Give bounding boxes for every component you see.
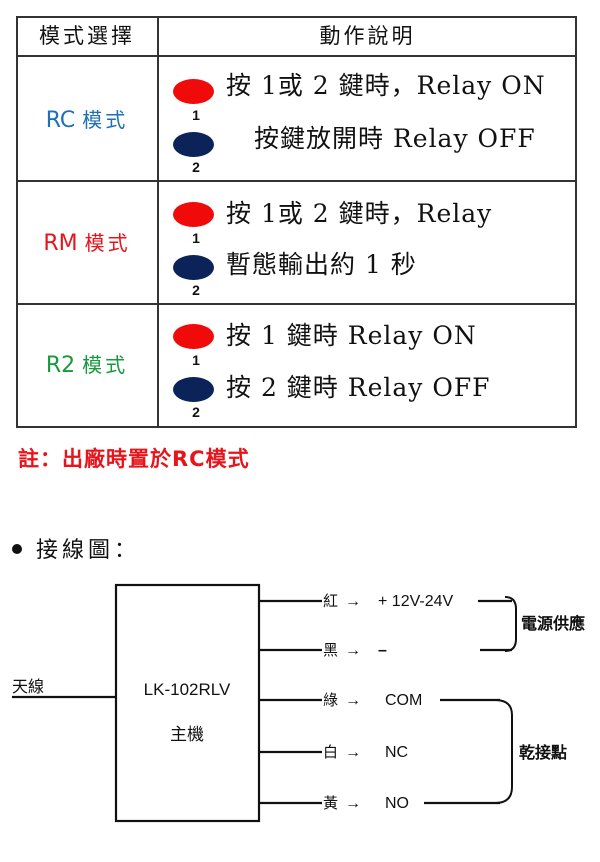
wire-color-label: 綠: [323, 691, 338, 709]
power-label: 電源供應: [521, 614, 585, 633]
mode-suffix: 模式: [84, 231, 131, 255]
button-2-label: 2: [192, 282, 200, 298]
mode-name-r2: R2 模式: [16, 350, 158, 381]
button-2-icon: [173, 132, 214, 157]
terminal-label: COM: [385, 692, 422, 709]
terminal-label: –: [378, 642, 387, 659]
button-1-label: 1: [192, 230, 200, 246]
module-name: LK-102RLV: [144, 680, 231, 699]
bullet-icon: [12, 544, 22, 554]
power-bracket: [504, 596, 517, 652]
module-sub: 主機: [170, 725, 204, 745]
antenna-label: 天線: [12, 677, 44, 696]
table-border-bottom: [16, 426, 577, 428]
row-divider-1: [16, 180, 577, 182]
header-mode: 模式選擇: [39, 24, 135, 48]
table-border-left: [16, 16, 18, 428]
table-border-top: [16, 16, 577, 18]
column-divider: [157, 16, 159, 428]
arrow-icon: →: [345, 642, 361, 659]
arrow-icon: →: [345, 593, 361, 610]
mode-name-rm: RM 模式: [16, 228, 158, 259]
mode-desc-line2: 按鍵放開時 Relay OFF: [254, 124, 536, 153]
terminal-label: NO: [385, 795, 409, 812]
wiring-title: 接線圖：: [12, 535, 140, 567]
terminal-label: + 12V-24V: [378, 593, 454, 610]
mode-desc-line1: 按 1或 2 鍵時，Relay ON: [226, 71, 546, 100]
button-1-icon: [173, 202, 214, 227]
mode-code: RC: [45, 108, 76, 133]
row-divider-2: [16, 303, 577, 305]
arrow-icon: →: [345, 744, 361, 761]
table-border-right: [575, 16, 577, 428]
wire-color-label: 紅: [323, 592, 338, 610]
arrow-icon: →: [345, 795, 361, 812]
mode-suffix: 模式: [82, 353, 129, 377]
dry-contact-bracket: [494, 699, 513, 804]
remote-buttons: 1 2: [173, 311, 219, 419]
wire-color-label: 白: [323, 743, 338, 761]
button-2-label: 2: [192, 159, 200, 175]
mode-code: RM: [43, 231, 78, 256]
wiring-title-text: 接線圖：: [36, 538, 141, 563]
header-action: 動作說明: [319, 24, 416, 48]
arrow-icon: →: [345, 692, 361, 709]
button-1-icon: [173, 324, 214, 349]
button-2-icon: [173, 377, 214, 402]
wire-color-label: 黑: [323, 641, 338, 659]
mode-desc-line1: 按 1或 2 鍵時，Relay: [226, 199, 493, 228]
terminal-label: NC: [385, 744, 408, 761]
button-1-label: 1: [192, 107, 200, 123]
module-box: [114, 583, 261, 823]
button-1-label: 1: [192, 352, 200, 368]
mode-code: R2: [45, 353, 76, 378]
row-divider-header: [16, 55, 577, 57]
button-2-label: 2: [192, 404, 200, 420]
wire-color-label: 黃: [323, 794, 338, 812]
mode-suffix: 模式: [82, 108, 129, 132]
mode-table: 模式選擇 動作說明 RC 模式 1 2 按 1或 2 鍵時，Relay ON 按…: [16, 16, 577, 428]
wiring-diagram: 天線 LK-102RLV 主機 紅 → + 12V-24V 黑 → – 電源供應…: [12, 583, 585, 823]
dry-contact-label: 乾接點: [519, 743, 567, 762]
factory-default-note: 註：出廠時置於RC模式: [18, 447, 250, 471]
mode-desc-line2: 暫態輸出約 1 秒: [226, 250, 417, 279]
mode-desc-line2: 按 2 鍵時 Relay OFF: [226, 373, 491, 402]
button-2-icon: [173, 255, 214, 280]
mode-desc-line1: 按 1 鍵時 Relay ON: [226, 321, 477, 350]
remote-buttons: 1 2: [173, 189, 219, 297]
button-1-icon: [173, 79, 214, 104]
mode-name-rc: RC 模式: [16, 105, 158, 136]
remote-buttons: 1 2: [173, 66, 219, 174]
